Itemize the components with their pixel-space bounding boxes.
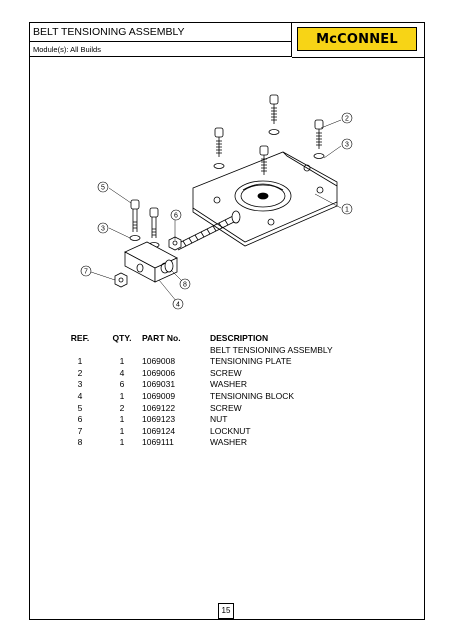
table-row: 5 2 1069122 SCREW [58,403,360,415]
screw-block-1 [129,199,141,241]
cell-qty: 1 [119,437,125,448]
cell-ref: 7 [77,425,83,436]
cell-description: LOCKNUT [210,425,251,436]
cell-qty: 1 [119,356,125,367]
cell-ref: 6 [77,414,83,425]
callout-5: 5 [101,185,105,192]
cell-ref: 5 [77,402,83,413]
col-ref: REF. [70,333,90,343]
page-number: 15 [218,603,234,619]
cell-ref: 4 [77,390,83,401]
callout-4: 4 [176,302,180,309]
parts-table-header: REF. QTY. PART No. DESCRIPTION [58,333,360,345]
screw-block-2 [148,207,160,248]
header-divider [292,57,424,58]
col-qty: QTY. [112,333,132,343]
tension-rod [174,210,241,251]
cell-description: NUT [210,414,228,425]
screw-top-2 [313,119,325,159]
cell-ref: 2 [77,367,83,378]
cell-part-no: 1069008 [142,356,176,367]
brand-logo: McCONNEL [297,27,417,51]
cell-description: TENSIONING BLOCK [210,390,295,401]
table-row: 1 1 1069008 TENSIONING PLATE [58,356,360,368]
page-title: BELT TENSIONING ASSEMBLY [30,23,292,42]
parts-table: REF. QTY. PART No. DESCRIPTION BELT TENS… [58,333,360,449]
col-part-no: PART No. [142,333,181,343]
table-row: 2 4 1069006 SCREW [58,368,360,380]
cell-part-no: 1069006 [142,367,176,378]
cell-description: WASHER [210,437,247,448]
cell-qty: 4 [119,367,125,378]
screw-top-1 [268,94,280,135]
cell-qty: 2 [119,402,125,413]
cell-part-no: 1069111 [142,437,174,448]
cell-qty: 1 [119,390,125,401]
table-row: 3 6 1069031 WASHER [58,379,360,391]
module-label: Module(s): All Builds [30,42,292,57]
cell-part-no: 1069122 [142,402,176,413]
table-row: 8 1 1069111 WASHER [58,437,360,449]
assembly-title-row: BELT TENSIONING ASSEMBLY [58,345,360,357]
callout-2: 2 [345,116,349,123]
callout-6: 6 [174,213,178,220]
cell-part-no: 1069031 [142,379,176,390]
cell-ref: 8 [77,437,83,448]
cell-ref: 1 [77,356,83,367]
cell-description: SCREW [210,402,242,413]
cell-description: WASHER [210,379,247,390]
callout-1: 1 [345,207,349,214]
screw-top-3 [213,127,225,169]
tensioning-plate [192,151,338,247]
table-row: 4 1 1069009 TENSIONING BLOCK [58,391,360,403]
cell-ref: 3 [77,379,83,390]
callout-7: 7 [84,269,88,276]
page-frame: BELT TENSIONING ASSEMBLY Module(s): All … [29,22,425,620]
cell-qty: 6 [119,379,125,390]
cell-qty: 1 [119,414,125,425]
cell-part-no: 1069124 [142,425,176,436]
cell-qty: 1 [119,425,125,436]
cell-part-no: 1069123 [142,414,176,425]
locknut [114,272,128,288]
cell-description: SCREW [210,367,242,378]
cell-description: TENSIONING PLATE [210,356,292,367]
callout-8: 8 [183,282,187,289]
screw-top-4 [259,145,269,175]
callout-3-left: 3 [101,226,105,233]
cell-part-no: 1069009 [142,390,176,401]
logo-text: McCONNEL [316,31,398,47]
callout-3-right: 3 [345,142,349,149]
assembly-title: BELT TENSIONING ASSEMBLY [210,344,333,355]
washer [164,259,174,273]
table-row: 6 1 1069123 NUT [58,414,360,426]
exploded-assembly-drawing: 1 2 3 3 4 5 6 7 8 [80,94,353,310]
table-row: 7 1 1069124 LOCKNUT [58,426,360,438]
col-description: DESCRIPTION [210,333,269,343]
